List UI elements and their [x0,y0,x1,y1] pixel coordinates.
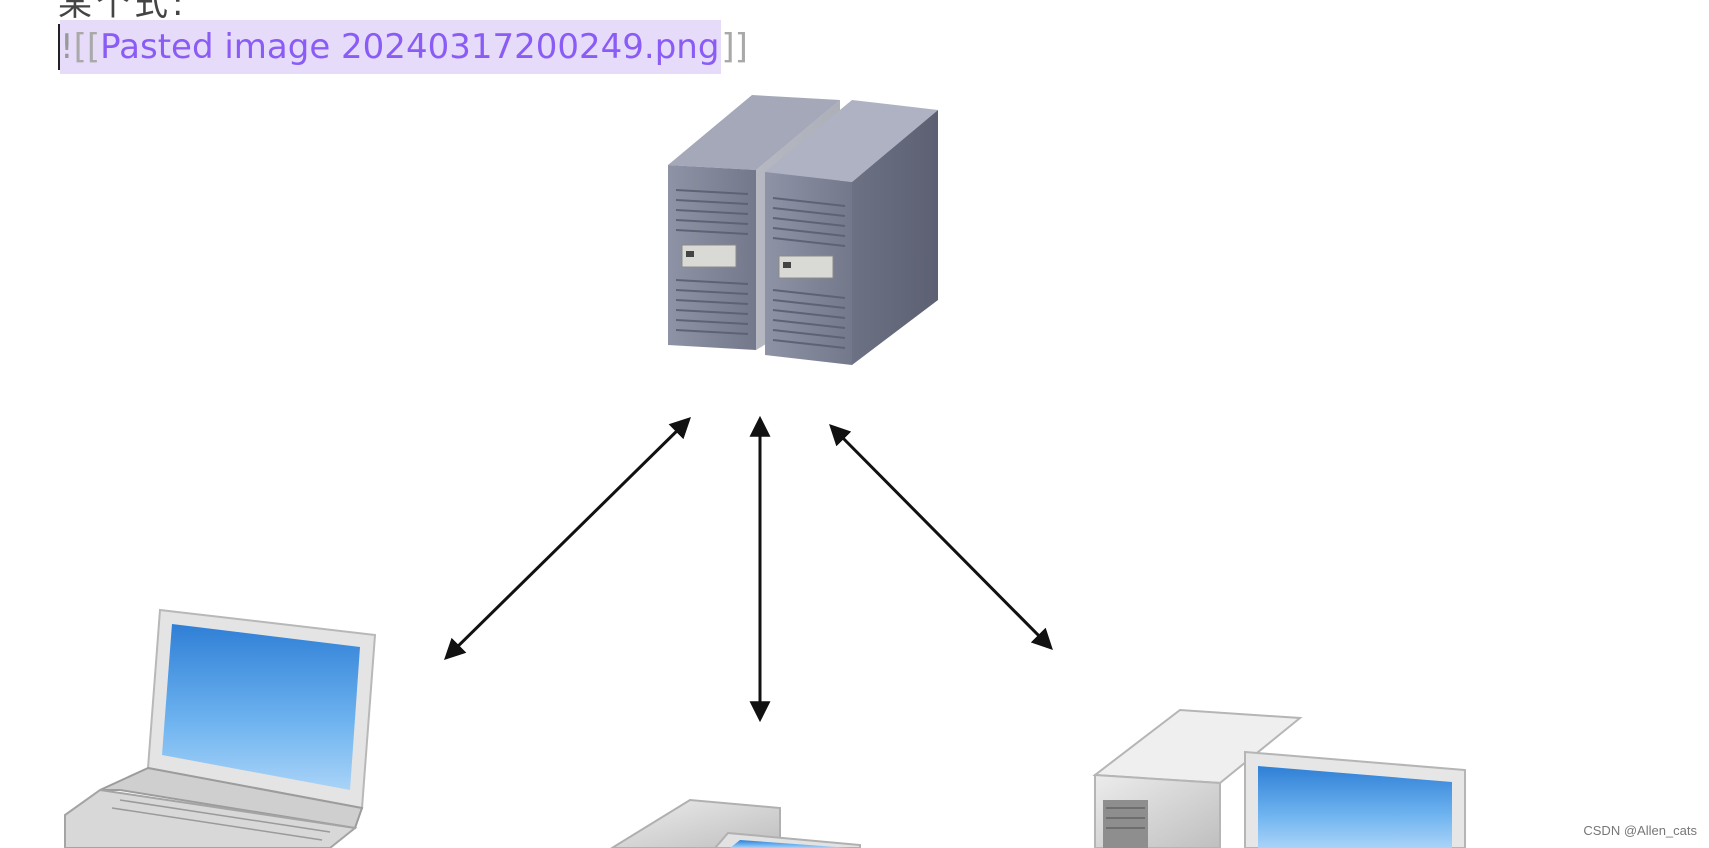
desktop-computer-icon [1095,710,1465,848]
laptop-icon [65,610,375,848]
desktop-computer-icon [612,800,860,848]
arrow-server-desktop [832,427,1050,647]
watermark: CSDN @Allen_cats [1583,823,1697,838]
server-tower-icon [668,95,938,365]
connection-arrows [447,420,1050,718]
arrow-server-laptop [447,420,688,657]
